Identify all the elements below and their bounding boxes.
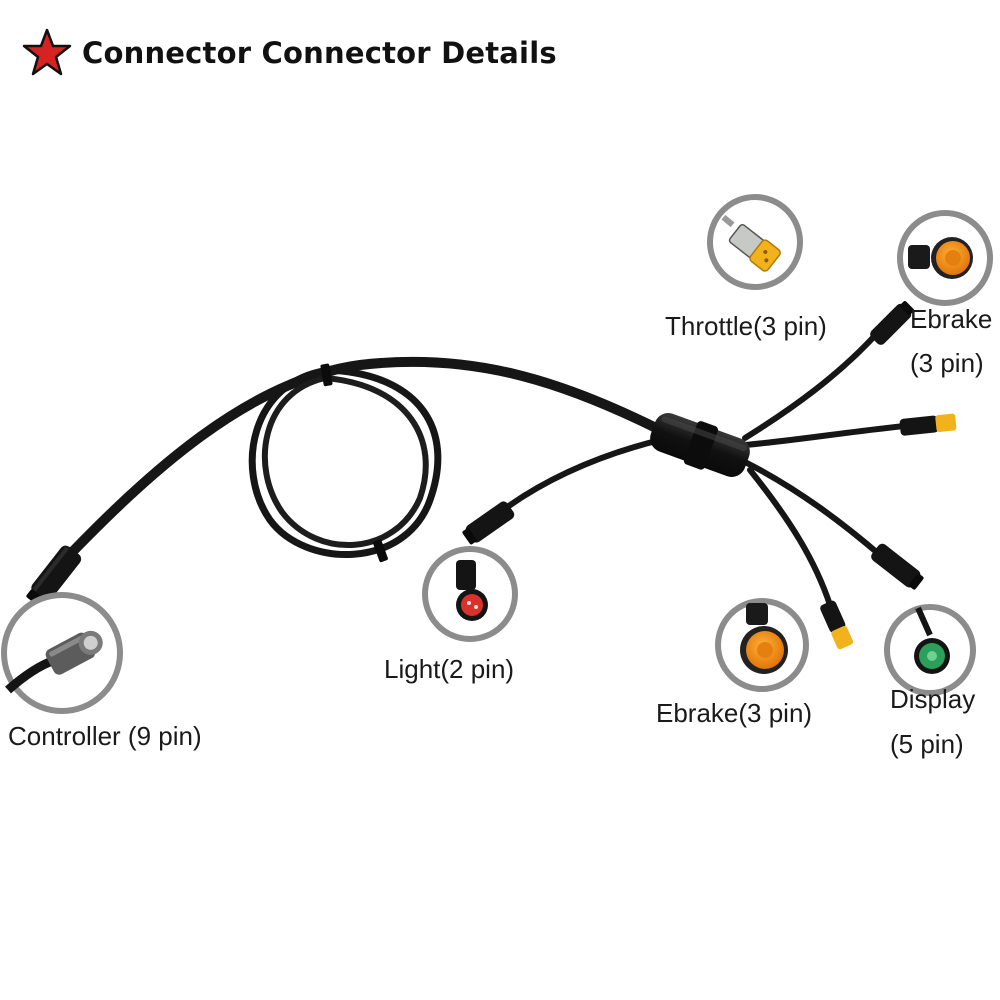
cable-coil: [248, 366, 442, 558]
page-title: Connector Connector Details: [82, 36, 557, 70]
ebrake-bottom-detail-circle: [715, 598, 809, 692]
main-cable: [50, 356, 665, 575]
light-detail-circle: [422, 546, 518, 642]
controller-detail-circle: [1, 592, 123, 714]
branch-throttle: [742, 422, 918, 448]
title-row: Connector Connector Details: [22, 28, 557, 78]
ebrake-top-label-line2: (3 pin): [910, 348, 984, 378]
ebrake-top-detail-circle: [897, 210, 993, 306]
branch-light: [487, 437, 663, 523]
ebrake-top-label-line1: Ebrake: [910, 304, 993, 334]
throttle-connector: [899, 413, 957, 436]
display-label-line2: (5 pin): [890, 729, 964, 759]
controller-label: Controller (9 pin): [8, 721, 202, 751]
ebrake-top-connector: [870, 301, 914, 345]
throttle-detail-circle: [707, 194, 803, 290]
light-label: Light(2 pin): [384, 654, 515, 684]
star-icon: [22, 28, 72, 78]
display-label-line1: Display: [890, 684, 976, 714]
throttle-label: Throttle(3 pin): [665, 311, 827, 341]
branch-ebrake-bottom: [747, 467, 833, 608]
ebrake-bottom-label: Ebrake(3 pin): [656, 698, 813, 728]
display-connector: [871, 543, 924, 590]
splitter-hub: [650, 413, 750, 477]
branch-ebrake-top: [742, 327, 883, 441]
ebrake-bottom-connector: [820, 600, 854, 650]
branch-display: [742, 459, 883, 558]
display-detail-circle: [884, 604, 976, 696]
light-connector: [462, 501, 515, 545]
